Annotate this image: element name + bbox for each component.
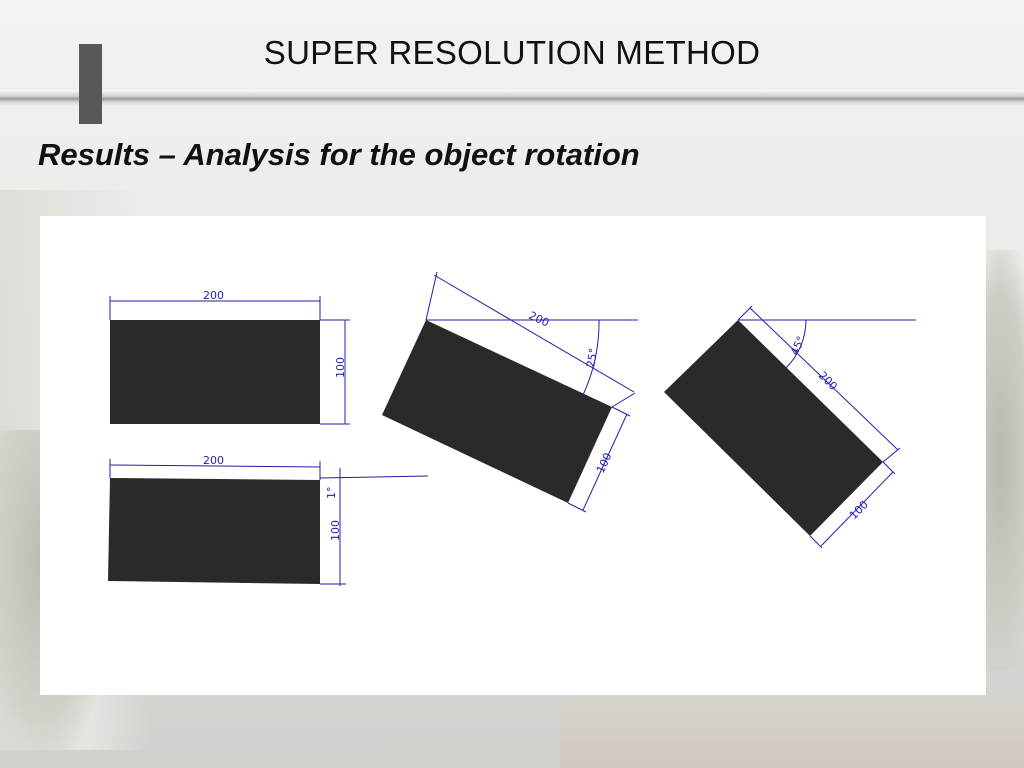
label-length-1deg: 200 — [203, 454, 224, 467]
title-accent-bar — [79, 44, 102, 124]
dim-extension-line — [425, 271, 438, 321]
dim-extension-line — [882, 447, 901, 463]
block-25deg — [382, 320, 612, 503]
dim-line-length — [749, 307, 899, 451]
slide-title: SUPER RESOLUTION METHOD — [263, 34, 761, 71]
rotation-figure: 200 100 200 100 1° 200 100 25° 200 100 4… — [40, 216, 986, 695]
shape-rotation-1 — [108, 459, 429, 586]
angle-arc — [785, 319, 807, 369]
angle-arc — [582, 319, 600, 396]
label-width-45deg: 100 — [847, 498, 871, 522]
label-angle-45deg: 45° — [788, 334, 808, 357]
label-length-45deg: 200 — [816, 369, 840, 393]
dim-line-length — [433, 274, 635, 393]
label-width-25deg: 100 — [594, 451, 615, 476]
block-1deg — [108, 478, 320, 584]
dim-extension-line — [611, 406, 631, 417]
slide-subtitle: Results – Analysis for the object rotati… — [38, 137, 640, 172]
rotation-diagram-svg: 200 100 200 100 1° 200 100 25° 200 100 4… — [108, 271, 916, 586]
label-width-1deg: 100 — [329, 520, 342, 541]
dim-line-width — [582, 413, 628, 511]
dim-line-width — [820, 471, 894, 547]
label-angle-25deg: 25° — [584, 347, 600, 368]
reference-line — [319, 475, 429, 479]
dim-extension-line — [567, 502, 587, 513]
dim-line-length — [109, 464, 321, 468]
label-length-25deg: 200 — [527, 309, 552, 330]
dim-extension-line — [737, 305, 753, 321]
label-angle-1deg: 1° — [325, 487, 338, 500]
dim-extension-line — [809, 535, 823, 549]
shape-rotation-0 — [109, 296, 350, 425]
block-45deg — [664, 320, 883, 536]
background-roof — [560, 700, 1024, 768]
label-width-0deg: 100 — [334, 357, 347, 378]
title-divider — [0, 90, 1024, 106]
dim-extension-line — [611, 392, 636, 408]
block-0deg — [110, 320, 320, 424]
shape-rotation-45 — [664, 305, 916, 549]
shape-rotation-25 — [382, 271, 638, 513]
label-length-0deg: 200 — [203, 289, 224, 302]
